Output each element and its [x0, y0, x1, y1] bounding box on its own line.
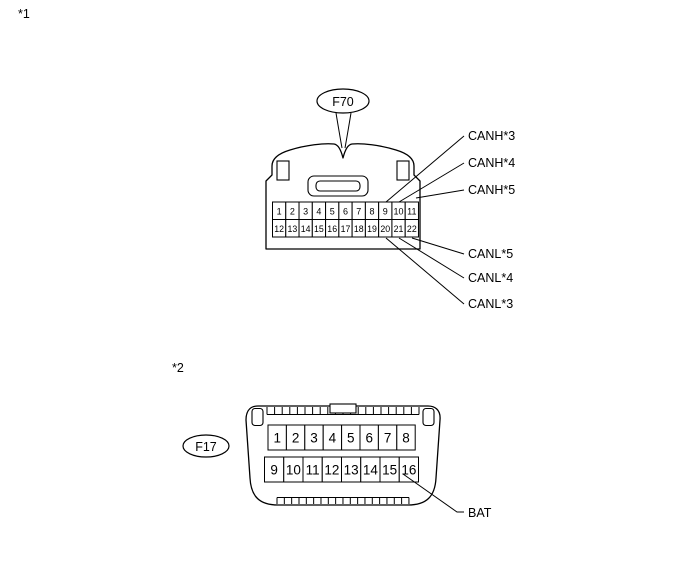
- pin-number: 16: [401, 463, 416, 478]
- pin-number: 1: [273, 431, 281, 446]
- pin-number: 8: [370, 206, 375, 216]
- pin-cell: [398, 456, 419, 483]
- f70-connector-tag-label: F70: [332, 95, 354, 109]
- pin-number: 7: [356, 206, 361, 216]
- callout-canl5: CANL*5: [468, 247, 513, 261]
- leader-line: [335, 112, 343, 149]
- callout-canl3: CANL*3: [468, 297, 513, 311]
- callout-canh3: CANH*3: [468, 129, 515, 143]
- leader-line-bat: [402, 473, 464, 513]
- pin-number: 21: [394, 224, 404, 234]
- footnote-marker-1: *1: [18, 7, 30, 21]
- pin-number: 14: [363, 463, 379, 478]
- pin-number: 6: [365, 431, 373, 446]
- leader-line-canl5: [411, 237, 465, 255]
- pin-number: 18: [354, 224, 364, 234]
- f17-connector-outline: [245, 405, 441, 506]
- pin-number: 11: [407, 206, 416, 216]
- pin-number: 5: [330, 206, 335, 216]
- pin-number: 22: [407, 224, 417, 234]
- leader-line-canh4: [398, 162, 465, 203]
- pin-number: 11: [306, 463, 320, 478]
- leader-line: [344, 112, 352, 149]
- f70-keyway-right: [396, 160, 410, 181]
- leader-line-canl3: [385, 237, 465, 305]
- pin-number: 10: [286, 463, 301, 478]
- pin-number: 6: [343, 206, 348, 216]
- pin-number: 13: [344, 463, 359, 478]
- f70-connector-tag: [316, 88, 370, 114]
- pin-number: 15: [314, 224, 324, 234]
- pin-number: 20: [380, 224, 390, 234]
- f17-center-key: [329, 403, 357, 414]
- pin-number: 15: [382, 463, 397, 478]
- f70-keyway-left: [276, 160, 290, 181]
- leader-line-canh3: [385, 135, 465, 203]
- callout-canl4: CANL*4: [468, 271, 513, 285]
- pin-number: 2: [290, 206, 295, 216]
- pin-number: 10: [394, 206, 404, 216]
- pin-number: 5: [347, 431, 355, 446]
- pin-number: 4: [316, 206, 321, 216]
- pin-number: 3: [303, 206, 308, 216]
- pin-number: 12: [274, 224, 284, 234]
- pin-number: 17: [341, 224, 351, 234]
- pin-number: 16: [327, 224, 337, 234]
- pin-number: 19: [367, 224, 377, 234]
- callout-canh5: CANH*5: [468, 183, 515, 197]
- pin-number: 14: [301, 224, 311, 234]
- f17-bottom-teeth: [276, 497, 410, 504]
- pin-number: 7: [384, 431, 392, 446]
- pin-number: 9: [383, 206, 388, 216]
- leader-line-canl4: [398, 237, 465, 279]
- pin-number: 3: [310, 431, 318, 446]
- f17-connector-tag-label: F17: [195, 440, 217, 454]
- pin-number: 1: [277, 206, 282, 216]
- f17-ear-left: [251, 407, 264, 427]
- f17-ear-right: [422, 407, 435, 427]
- callout-bat: BAT: [468, 506, 492, 520]
- pin-number: 4: [329, 431, 337, 446]
- pin-cell: [404, 219, 419, 238]
- callout-canh4: CANH*4: [468, 156, 515, 170]
- pin-number: 13: [288, 224, 298, 234]
- f17-connector-tag: [182, 434, 230, 458]
- f70-lock-slot-inner: [315, 180, 361, 192]
- leader-line-canh5: [415, 189, 465, 199]
- pin-number: 12: [324, 463, 339, 478]
- pin-number: 9: [270, 463, 278, 478]
- pin-number: 2: [292, 431, 300, 446]
- footnote-marker-2: *2: [172, 361, 184, 375]
- pin-cell: [396, 424, 416, 451]
- pin-number: 8: [402, 431, 410, 446]
